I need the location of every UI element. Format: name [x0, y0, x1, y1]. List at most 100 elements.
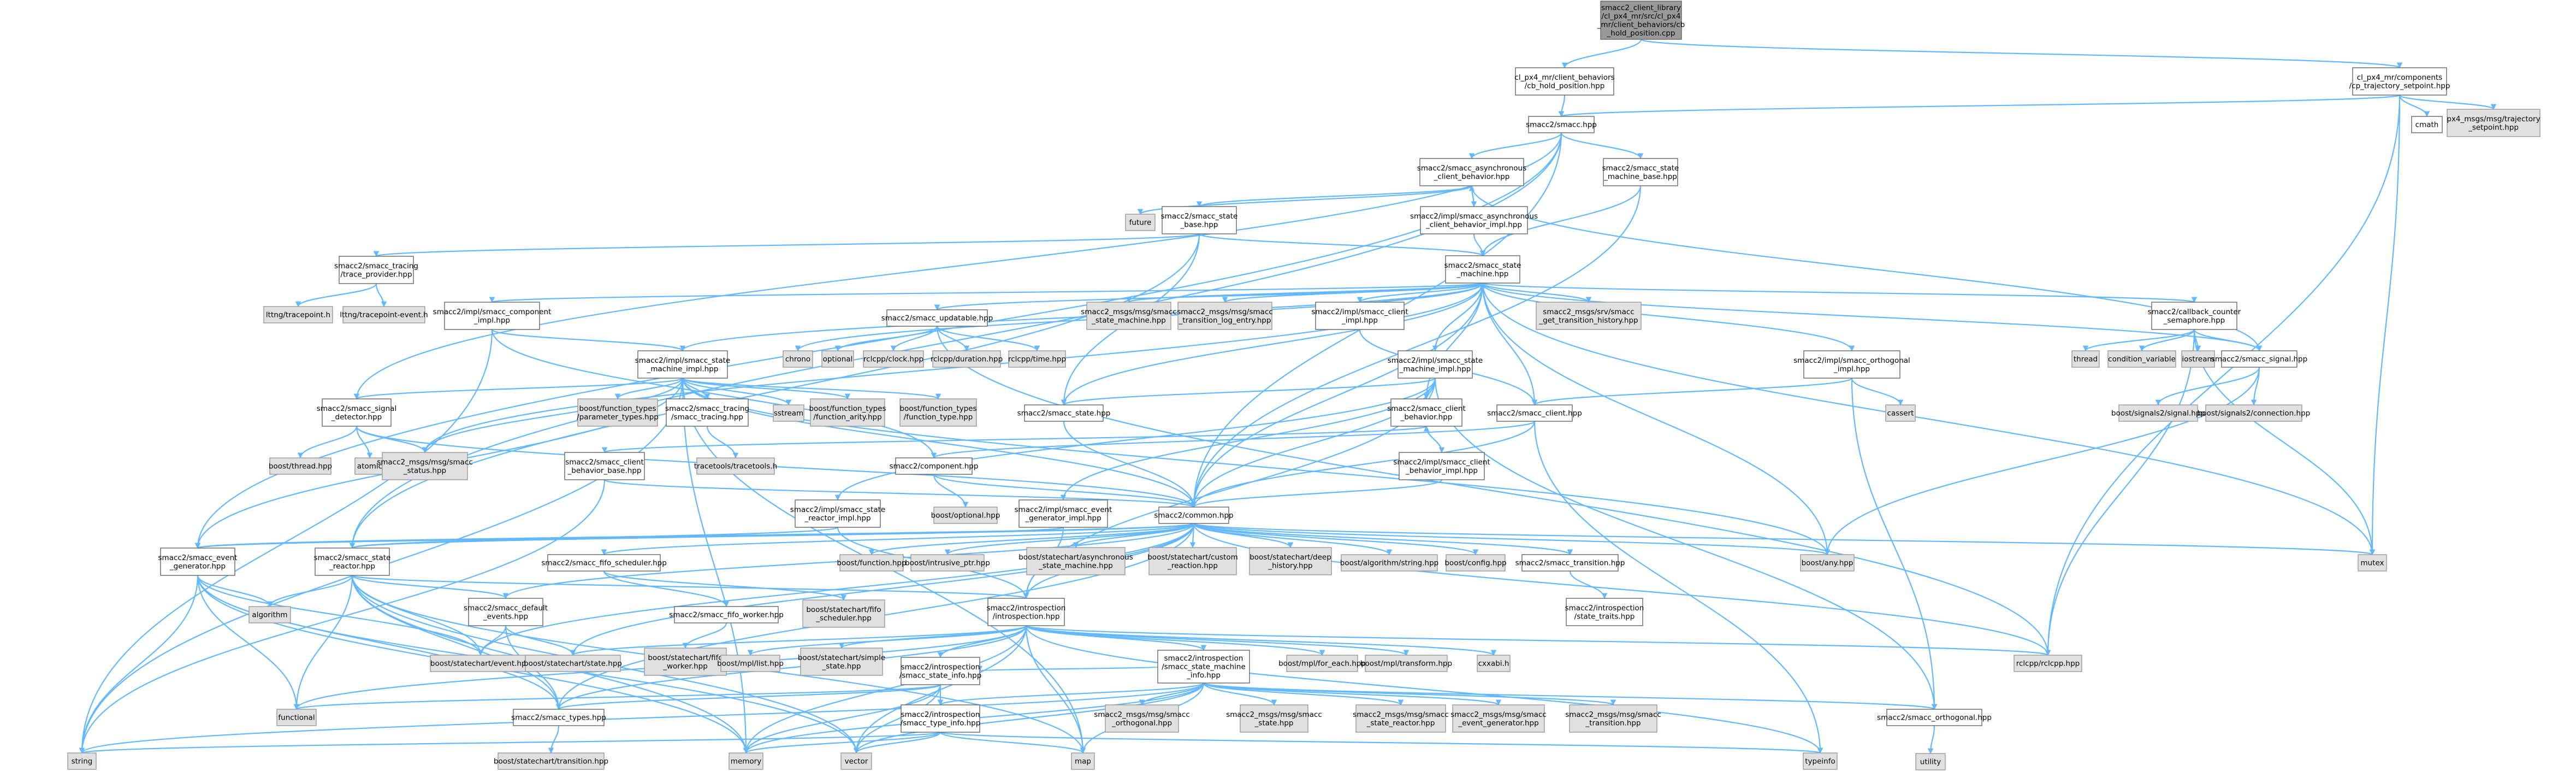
- node-label: /cb_hold_position.hpp: [1525, 81, 1605, 90]
- node-box: [547, 554, 661, 572]
- node-label: smacc2/impl/smacc_client: [1393, 458, 1490, 467]
- node-label: smacc2/smacc_state: [1444, 261, 1521, 270]
- node-smacc-sm[interactable]: smacc2/smacc_state_machine.hpp: [1444, 255, 1521, 284]
- node-client-impl[interactable]: smacc2/impl/smacc_client_impl.hpp: [1311, 302, 1408, 330]
- node-box: [637, 350, 728, 379]
- node-type-info[interactable]: smacc2/introspection/smacc_type_info.hpp: [901, 704, 981, 733]
- dependency-edge: [939, 731, 1084, 754]
- node-box: [342, 306, 425, 323]
- node-default-events[interactable]: smacc2/smacc_default_events.hpp: [464, 598, 548, 626]
- node-root[interactable]: smacc2_client_library/cl_px4_mr/src/cl_p…: [1597, 1, 1685, 40]
- node-smacc-types[interactable]: smacc2/smacc_types.hpp: [511, 709, 606, 726]
- node-box: [1803, 350, 1900, 379]
- arrowhead: [931, 452, 937, 459]
- node-label: _behavior_base.hpp: [567, 466, 642, 475]
- node-tracing[interactable]: smacc2/smacc_tracing/trace_provider.hpp: [334, 256, 418, 284]
- dependency-edge: [1533, 421, 1821, 754]
- node-event-gen-impl[interactable]: smacc2/impl/smacc_event_generator_impl.h…: [1015, 499, 1112, 528]
- node-updatable[interactable]: smacc2/smacc_updatable.hpp: [881, 309, 993, 327]
- node-state-info[interactable]: smacc2/introspection/smacc_state_info.hp…: [899, 657, 982, 685]
- node-label: _semaphore.hpp: [2163, 316, 2225, 325]
- arrowhead: [601, 447, 608, 454]
- node-sc-simple-state: boost/statechart/simple_state.hpp: [798, 648, 885, 676]
- node-async-cb[interactable]: smacc2/smacc_asynchronous_client_behavio…: [1417, 158, 1526, 186]
- node-orthogonal[interactable]: smacc2/smacc_orthogonal.hpp: [1877, 709, 1992, 726]
- node-sm-impl-left[interactable]: smacc2/impl/smacc_state_machine_impl.hpp: [635, 350, 730, 379]
- node-smacc-hpp[interactable]: smacc2/smacc.hpp: [1526, 116, 1597, 133]
- node-component[interactable]: smacc2/component.hpp: [890, 457, 979, 475]
- dependency-edge: [479, 625, 507, 656]
- node-state-base[interactable]: smacc2/smacc_state_base.hpp: [1161, 206, 1238, 234]
- arrowhead: [1397, 699, 1404, 706]
- node-tracing-tp[interactable]: smacc2/smacc_tracing/smacc_tracing.hpp: [665, 398, 749, 427]
- node-box: [800, 648, 883, 676]
- node-state-traits[interactable]: smacc2/introspection/state_traits.hpp: [1565, 598, 1644, 626]
- node-cb-base[interactable]: smacc2/smacc_client_behavior_base.hpp: [564, 452, 645, 480]
- node-cb-impl[interactable]: smacc2/impl/smacc_client_behavior_impl.h…: [1393, 452, 1490, 480]
- node-msg-event-gen: smacc2_msgs/msg/smacc_event_generator.hp…: [1450, 704, 1547, 733]
- dependency-edge: [1533, 377, 1853, 406]
- node-label: sstream: [774, 409, 803, 418]
- node-sm-base[interactable]: smacc2/smacc_state_machine_base.hpp: [1602, 158, 1679, 186]
- arrowhead: [353, 393, 360, 400]
- node-box: [802, 599, 885, 628]
- node-common[interactable]: smacc2/common.hpp: [1154, 507, 1234, 524]
- node-label: /parameter_types.hpp: [577, 413, 659, 421]
- node-label: _generator_impl.hpp: [1025, 514, 1101, 522]
- node-sm-info[interactable]: smacc2/introspection/smacc_state_machine…: [1157, 650, 1250, 684]
- dependency-edge: [1851, 378, 1935, 710]
- node-fifo-scheduler[interactable]: smacc2/smacc_fifo_scheduler.hpp: [541, 554, 667, 572]
- node-fifo-worker[interactable]: smacc2/smacc_fifo_worker.hpp: [669, 606, 784, 623]
- arrowhead: [2045, 650, 2051, 656]
- arrowhead: [935, 393, 941, 400]
- dependency-edge: [2371, 95, 2401, 555]
- node-async-cb-impl[interactable]: smacc2/impl/smacc_asynchronous_client_be…: [1410, 206, 1538, 234]
- node-label: /trace_provider.hpp: [340, 270, 412, 279]
- node-functional: functional: [276, 709, 317, 726]
- node-boost-config: boost/config.hpp: [1444, 554, 1507, 572]
- arrowhead: [2424, 111, 2430, 117]
- node-label: boost/signals2/connection.hpp: [2198, 409, 2310, 418]
- node-event-gen[interactable]: smacc2/smacc_event_generator.hpp: [158, 548, 238, 576]
- dependency-edge: [603, 425, 1428, 454]
- node-signal[interactable]: smacc2/smacc_signal.hpp: [2211, 350, 2307, 368]
- node-smacc-state[interactable]: smacc2/smacc_state.hpp: [1017, 404, 1111, 422]
- node-box: [795, 499, 881, 528]
- node-cmath[interactable]: cmath: [2411, 116, 2443, 133]
- dependency-edge: [81, 575, 199, 754]
- node-box: [1286, 655, 1358, 672]
- node-cb-hold-position[interactable]: cl_px4_mr/client_behaviors/cb_hold_posit…: [1514, 67, 1615, 96]
- node-client-hpp[interactable]: smacc2/smacc_client.hpp: [1487, 404, 1582, 422]
- node-label: rclcpp/rclcpp.hpp: [2016, 660, 2080, 668]
- node-state-reactor-impl[interactable]: smacc2/impl/smacc_state_reactor_impl.hpp: [790, 499, 885, 528]
- dependency-edge: [617, 378, 684, 399]
- node-cp-traj[interactable]: cl_px4_mr/components/cp_trajectory_setpo…: [2349, 67, 2450, 96]
- arrowhead: [934, 304, 940, 311]
- arrowhead: [1357, 297, 1363, 303]
- arrowhead: [834, 345, 841, 352]
- node-label: cl_px4_mr/client_behaviors: [1514, 73, 1614, 82]
- node-introspection[interactable]: smacc2/introspection/introspection.hpp: [987, 598, 1066, 626]
- node-orthogonal-impl[interactable]: smacc2/impl/smacc_orthogonal_impl.hpp: [1793, 350, 1910, 379]
- arrowhead: [838, 643, 845, 649]
- arrowhead: [373, 251, 380, 257]
- dependency-edge: [1482, 185, 1642, 256]
- node-box: [1158, 507, 1229, 524]
- node-comp-impl[interactable]: smacc2/impl/smacc_component_impl.hpp: [433, 302, 552, 330]
- node-box: [2118, 404, 2198, 422]
- node-rclcpp: rclcpp/rclcpp.hpp: [2014, 655, 2082, 672]
- node-callback-counter[interactable]: smacc2/callback_counter_semaphore.hpp: [2148, 302, 2241, 330]
- node-state-reactor[interactable]: smacc2/smacc_state_reactor.hpp: [314, 548, 391, 576]
- node-label: /smacc_state_machine: [1162, 663, 1246, 672]
- node-box: [901, 704, 980, 733]
- node-ft-type: boost/function_types/function_type.hpp: [899, 398, 977, 427]
- node-label: smacc2/smacc_signal: [317, 404, 396, 413]
- node-label: _impl.hpp: [1833, 364, 1870, 373]
- node-client-behavior[interactable]: smacc2/smacc_client_behavior.hpp: [1387, 398, 1466, 427]
- node-signal-detector[interactable]: smacc2/smacc_signal_detector.hpp: [317, 398, 396, 427]
- node-ft-arity: boost/function_types/function_arity.hpp: [809, 398, 886, 427]
- node-transition[interactable]: smacc2/smacc_transition.hpp: [1515, 554, 1625, 572]
- node-boost-any: boost/any.hpp: [1800, 554, 1855, 572]
- node-sm-impl-right[interactable]: smacc2/impl/smacc_state_machine_impl.hpp: [1388, 350, 1483, 379]
- node-signals2-signal: boost/signals2/signal.hpp: [2111, 404, 2205, 422]
